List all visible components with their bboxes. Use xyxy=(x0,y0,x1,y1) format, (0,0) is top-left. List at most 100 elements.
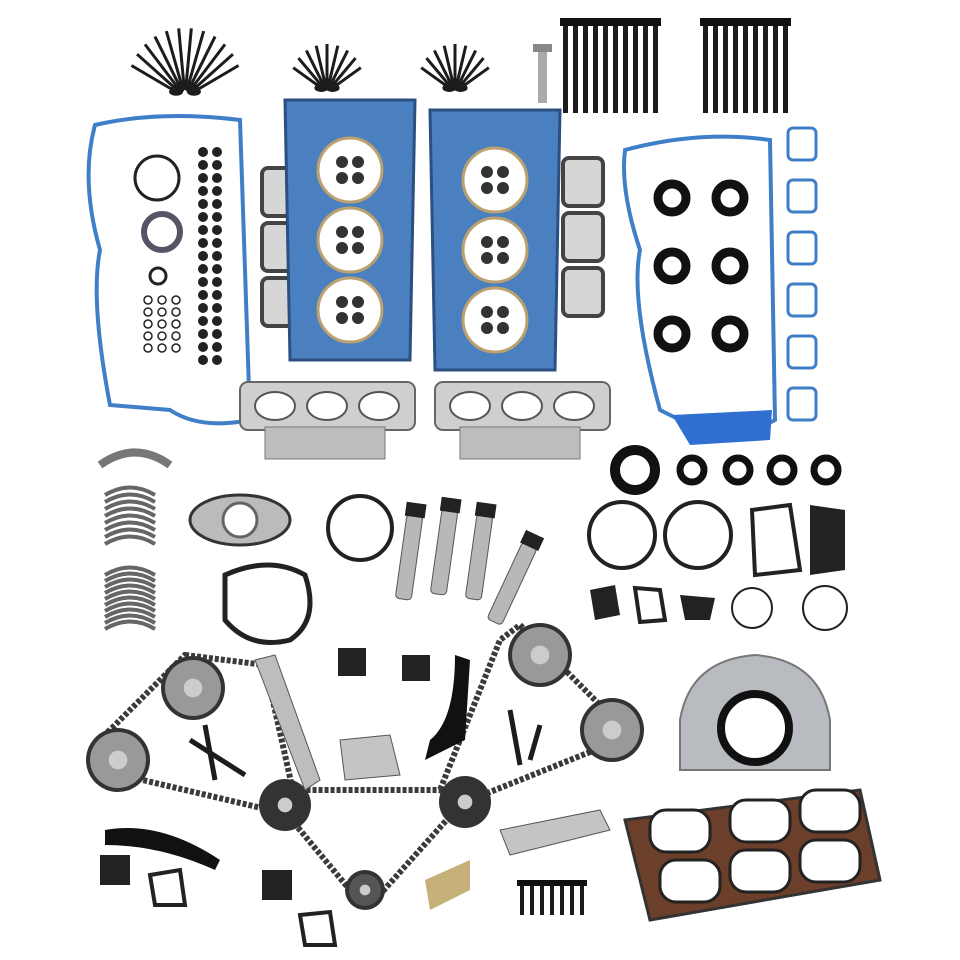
misc-gaskets xyxy=(188,493,848,645)
valve-cover-gasket-left xyxy=(86,114,253,426)
valve xyxy=(433,49,453,86)
valve-stem-seal xyxy=(198,225,208,235)
bolt-head xyxy=(580,18,591,26)
valve xyxy=(186,30,206,87)
head-bolt xyxy=(713,25,718,113)
solenoid-connector xyxy=(404,501,427,519)
port-gasket xyxy=(561,266,605,318)
valve-seal xyxy=(336,156,348,168)
bolt-head xyxy=(567,880,577,886)
valve-seal xyxy=(481,236,493,248)
valve-seal xyxy=(352,296,364,308)
long-bolt xyxy=(527,724,543,761)
valve xyxy=(459,66,490,90)
valve-seal xyxy=(352,242,364,254)
sprocket-hub xyxy=(530,645,550,665)
bolt-head xyxy=(547,880,557,886)
bolt-head xyxy=(710,18,721,26)
o-ring xyxy=(143,307,153,317)
square-seal xyxy=(786,178,818,214)
valve-stem-seal xyxy=(198,303,208,313)
heat-shield xyxy=(264,426,386,460)
valve-stem-seal xyxy=(212,355,222,365)
valve xyxy=(330,57,357,88)
bolt-head xyxy=(780,18,791,26)
valve-head xyxy=(453,83,468,92)
valve-stem-seal xyxy=(212,212,222,222)
head-bolt xyxy=(563,25,568,113)
cylinder-head-gaskets xyxy=(283,98,562,372)
valve-stem-seal xyxy=(198,147,208,157)
valve-seal xyxy=(336,226,348,238)
head-bolt xyxy=(783,25,788,113)
intake-port xyxy=(658,858,722,904)
solenoid xyxy=(430,508,458,596)
head-bolt xyxy=(723,25,728,113)
valve-stem-seal xyxy=(212,225,222,235)
valve-stem-seal xyxy=(212,186,222,196)
tube-seal xyxy=(711,247,749,285)
solenoid-connector xyxy=(520,529,545,552)
valve-stem-seal xyxy=(198,199,208,209)
seals-and-orings-left xyxy=(133,147,222,365)
o-ring xyxy=(171,331,181,341)
head-bolt xyxy=(753,25,758,113)
valve-seal xyxy=(352,156,364,168)
exhaust-port xyxy=(449,391,491,421)
valve xyxy=(305,49,325,86)
valve xyxy=(327,45,340,85)
valve-seal xyxy=(481,182,493,194)
valve xyxy=(425,57,452,88)
valve-seal xyxy=(497,166,509,178)
valve xyxy=(191,53,234,91)
bolt-head xyxy=(610,18,621,26)
bolt-head xyxy=(730,18,741,26)
bolt xyxy=(580,885,584,915)
o-ring xyxy=(171,307,181,317)
o-ring xyxy=(171,343,181,353)
rod-bearing xyxy=(103,607,157,619)
o-ring xyxy=(143,319,153,329)
bolt-head xyxy=(650,18,661,26)
head-bolt xyxy=(703,25,708,113)
valve xyxy=(193,64,240,94)
valve-seal xyxy=(497,306,509,318)
rod-bearing xyxy=(103,583,157,595)
cylinder-bore xyxy=(461,146,529,214)
valve-stem-seal xyxy=(198,186,208,196)
chain-guides-and-tensioners xyxy=(100,648,611,947)
bolt-head xyxy=(557,880,567,886)
sprocket-hub xyxy=(457,794,473,810)
head-bolt xyxy=(633,25,638,113)
seal xyxy=(722,454,754,486)
bolt-head xyxy=(570,18,581,26)
main-bearing xyxy=(103,485,157,497)
rear-main-seal-housing xyxy=(679,653,831,771)
main-bearing xyxy=(103,534,157,546)
valve-seal xyxy=(336,242,348,254)
o-ring xyxy=(157,319,167,329)
valve-stem-seal xyxy=(198,316,208,326)
solenoid xyxy=(465,513,493,601)
valve-seal xyxy=(336,296,348,308)
port-gasket xyxy=(561,156,605,208)
intake-port xyxy=(798,838,862,884)
head-bolt xyxy=(743,25,748,113)
valve-seal xyxy=(497,252,509,264)
valve xyxy=(143,43,180,90)
valve-stem-seal xyxy=(212,329,222,339)
bolt xyxy=(570,885,574,915)
exhaust-port xyxy=(254,391,296,421)
intake-manifold-gasket xyxy=(623,788,882,922)
valve xyxy=(177,28,186,86)
main-bearing xyxy=(103,527,157,539)
intake-port xyxy=(728,798,792,844)
valve-stem-seal xyxy=(212,199,222,209)
valve xyxy=(455,45,468,85)
valve-stem-seal xyxy=(212,303,222,313)
valve-sets xyxy=(130,28,490,96)
cylinder-bore xyxy=(316,276,384,344)
solenoid-connector xyxy=(439,496,462,514)
tube-seal xyxy=(711,179,749,217)
